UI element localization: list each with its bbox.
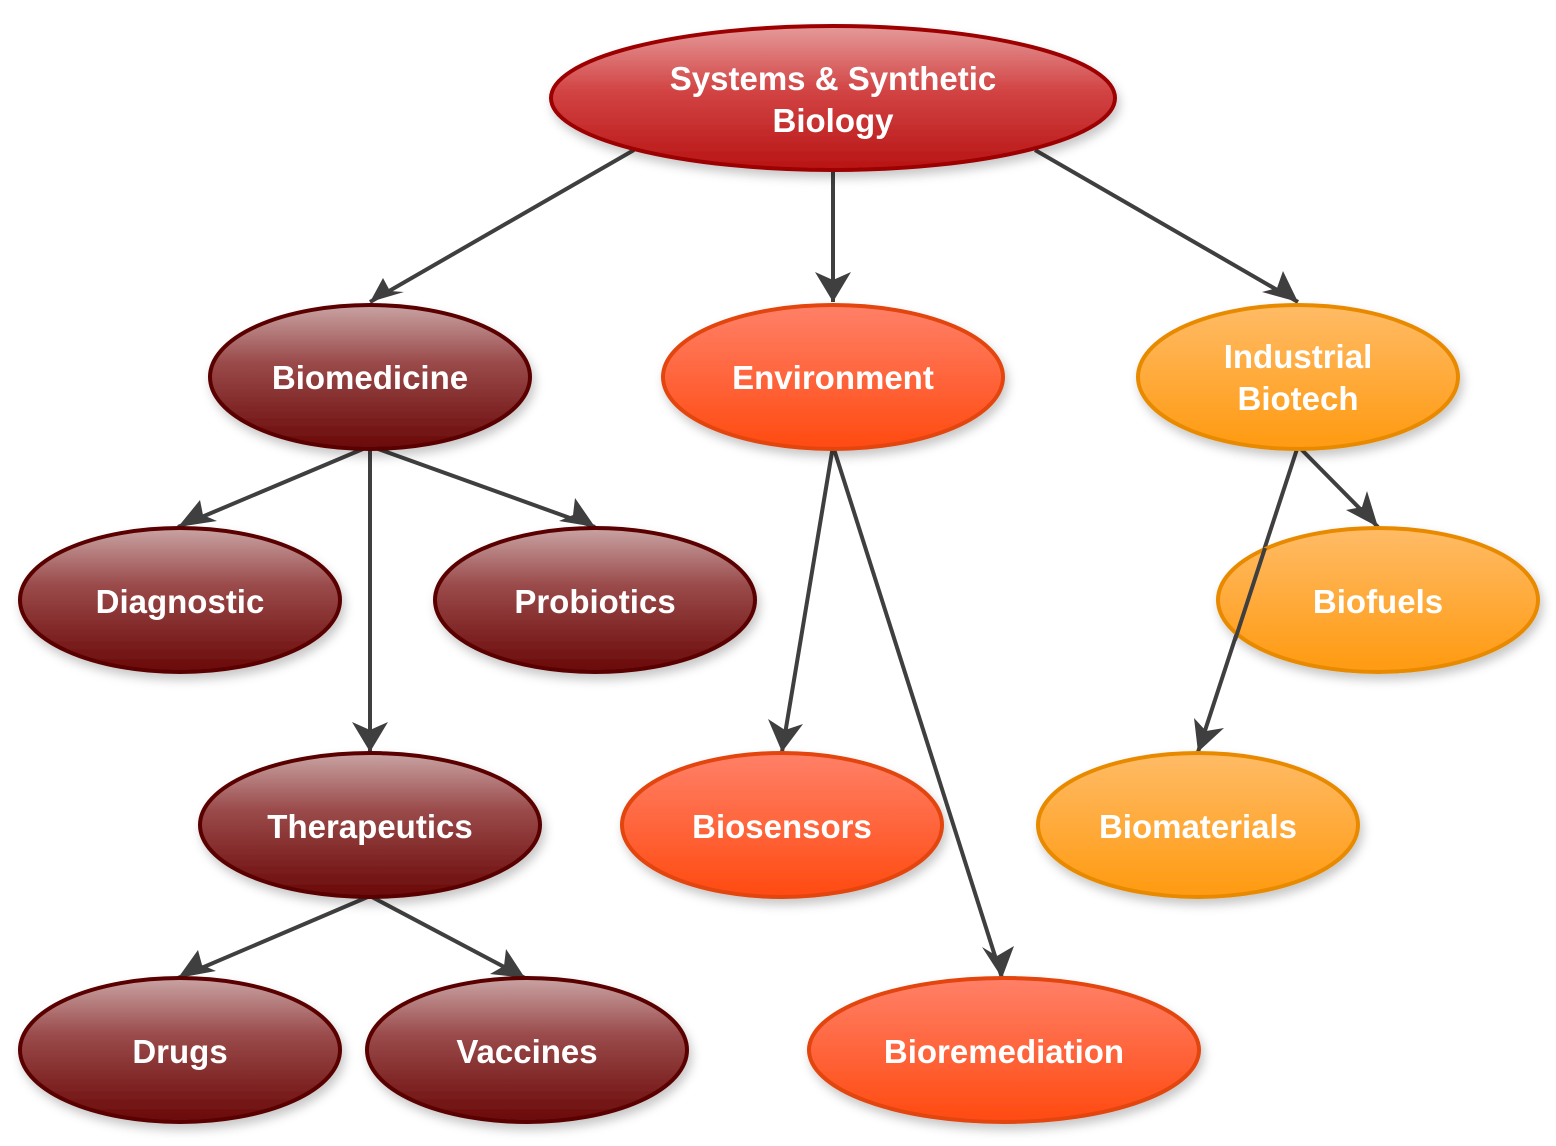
node-biosensors[interactable]: Biosensors	[620, 751, 944, 899]
edge-biomedicine-probiotics	[369, 444, 596, 529]
node-biofuels[interactable]: Biofuels	[1216, 526, 1540, 674]
node-bioremediation-label: Bioremediation	[884, 1033, 1124, 1070]
node-root-label-line2: Biology	[773, 102, 895, 139]
node-diagnostic[interactable]: Diagnostic	[18, 526, 342, 674]
node-drugs[interactable]: Drugs	[18, 976, 342, 1124]
node-probiotics-label: Probiotics	[514, 583, 675, 620]
node-biosensors-label: Biosensors	[692, 808, 872, 845]
edge-therapeutics-drugs	[177, 894, 371, 980]
node-drugs-label: Drugs	[132, 1033, 227, 1070]
node-drugs-shape	[18, 976, 342, 1124]
node-vaccines-label: Vaccines	[456, 1033, 597, 1070]
node-therapeutics-shape	[198, 751, 542, 899]
node-therapeutics[interactable]: Therapeutics	[198, 751, 542, 899]
node-biomaterials-label: Biomaterials	[1099, 808, 1297, 845]
arrowhead-biosensors	[768, 719, 803, 752]
arrowhead-diagnostic	[178, 500, 217, 527]
edge-root-biomedicine	[369, 148, 635, 304]
node-industrial-biotech-shape	[1136, 303, 1460, 451]
edge-biomedicine-diagnostic	[177, 444, 371, 529]
node-biomaterials-shape	[1036, 751, 1360, 899]
node-therapeutics-label: Therapeutics	[267, 808, 472, 845]
node-biomedicine[interactable]: Biomedicine	[208, 303, 532, 451]
node-environment-label: Environment	[732, 359, 934, 396]
edge-environment-biosensors	[780, 445, 835, 753]
node-environment-shape	[661, 303, 1005, 451]
arrowhead-biomedicine	[370, 278, 404, 302]
edge-industrial-biomaterials-overlap	[1233, 547, 1267, 641]
arrowhead-environment	[815, 272, 851, 302]
arrowhead-biomaterials	[1194, 718, 1224, 752]
node-industrial-biotech[interactable]: Industrial Biotech	[1136, 303, 1460, 451]
edge-root-industrial	[1033, 148, 1300, 304]
node-diagnostic-label: Diagnostic	[96, 583, 265, 620]
arrowhead-probiotics	[559, 498, 595, 527]
node-root[interactable]: Systems & Synthetic Biology	[549, 24, 1117, 172]
node-root-shape	[549, 24, 1117, 172]
node-vaccines-shape	[365, 976, 689, 1124]
node-diagnostic-shape	[18, 526, 342, 674]
node-biofuels-shape	[1216, 526, 1540, 674]
edge-environment-bioremediation	[831, 445, 1004, 979]
arrowhead-bioremediation	[982, 946, 1014, 978]
node-biomedicine-label: Biomedicine	[272, 359, 468, 396]
node-root-label-line1: Systems & Synthetic	[670, 60, 996, 97]
node-biomaterials[interactable]: Biomaterials	[1036, 751, 1360, 899]
arrowhead-industrial	[1262, 271, 1298, 302]
edges	[177, 148, 1380, 980]
node-vaccines[interactable]: Vaccines	[365, 976, 689, 1124]
arrowhead-therapeutics	[352, 722, 388, 752]
node-bioremediation[interactable]: Bioremediation	[807, 976, 1201, 1124]
arrowhead-drugs	[178, 950, 216, 978]
arrowheads	[178, 271, 1378, 978]
edge-therapeutics-vaccines	[369, 894, 526, 980]
node-biofuels-label: Biofuels	[1313, 583, 1443, 620]
node-bioremediation-shape	[807, 976, 1201, 1124]
node-probiotics[interactable]: Probiotics	[433, 526, 757, 674]
node-environment[interactable]: Environment	[661, 303, 1005, 451]
arrowhead-vaccines	[490, 949, 525, 978]
node-probiotics-shape	[433, 526, 757, 674]
node-biosensors-shape	[620, 751, 944, 899]
node-industrial-biotech-label-line1: Industrial	[1224, 338, 1373, 375]
node-biomedicine-shape	[208, 303, 532, 451]
arrowhead-biofuels	[1346, 491, 1378, 527]
node-industrial-biotech-label-line2: Biotech	[1237, 380, 1358, 417]
